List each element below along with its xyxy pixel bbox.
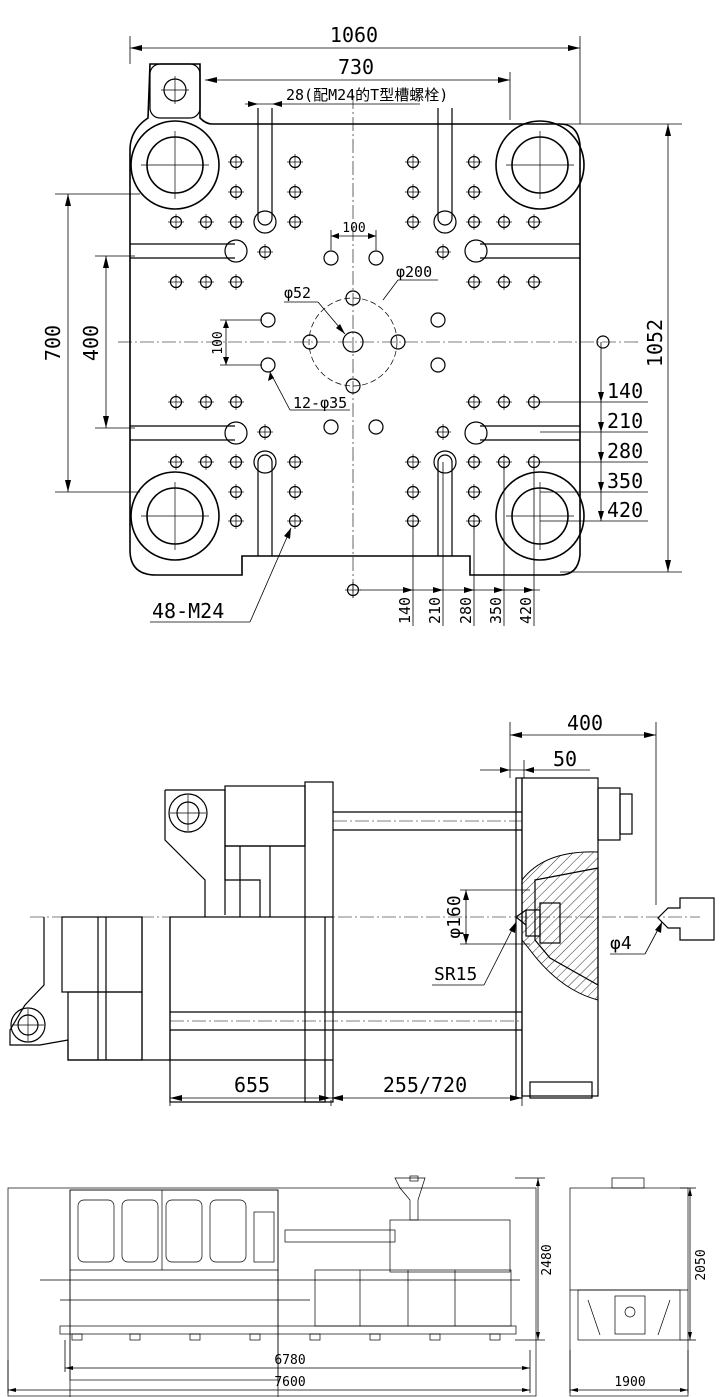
tiebar-bore-bl — [130, 471, 220, 561]
machine-side-view: 2480 6780 7600 — [7, 1175, 555, 1397]
col-dim-label: 210 — [426, 597, 444, 624]
t-slot-note: 28(配M24的T型槽螺栓) — [245, 86, 448, 107]
dim-400-side-label: 400 — [567, 711, 603, 735]
dim-730-label: 730 — [338, 55, 374, 79]
dim-locating-ring-label: φ160 — [444, 895, 465, 938]
dim-100-v: 100 — [211, 319, 262, 366]
dim-ring-dia-label: φ200 — [396, 263, 432, 281]
col-dim-label: 140 — [396, 597, 414, 624]
dim-255-720-label: 255/720 — [383, 1073, 467, 1097]
tiebar-bore-tr — [495, 120, 585, 210]
col-dim-label: 420 — [517, 597, 535, 624]
dim-thread-holes-label: 48-M24 — [152, 599, 224, 623]
dim-thread-holes: 48-M24 — [150, 527, 292, 623]
t-slots — [130, 108, 580, 556]
lifting-lug — [149, 63, 201, 119]
dim-730: 730 — [205, 55, 511, 120]
dim-700-label: 700 — [41, 325, 65, 361]
dim-400-side: 400 — [509, 711, 657, 905]
dim-locating-dia: φ52 — [284, 284, 346, 335]
dim-rows: 140 210 280 350 420 — [540, 342, 648, 522]
col-dim-label: 350 — [487, 597, 505, 624]
dim-1060-label: 1060 — [330, 23, 378, 47]
dim-50: 50 — [480, 747, 590, 778]
dim-1052-label: 1052 — [643, 319, 667, 367]
dim-end-height-label: 2050 — [694, 1249, 709, 1280]
platen-outline — [129, 63, 581, 576]
dim-length-total-label: 7600 — [274, 1375, 305, 1390]
dim-ejector-holes: 12-φ35 — [268, 371, 350, 412]
dim-100-v-label: 100 — [211, 331, 226, 354]
dim-machine-height-label: 2480 — [540, 1244, 555, 1275]
dim-ring-dia: φ200 — [382, 263, 438, 301]
dim-nozzle-hole: φ4 — [610, 921, 663, 955]
dim-400-v-label: 400 — [79, 325, 103, 361]
dim-ejector-holes-label: 12-φ35 — [293, 394, 347, 412]
row-dim-label: 280 — [607, 439, 643, 463]
dim-strokes: 655 255/720 — [169, 1060, 523, 1106]
row-dim-label: 350 — [607, 469, 643, 493]
dim-655-label: 655 — [234, 1073, 270, 1097]
side-view: 400 50 φ160 SR15 — [9, 711, 715, 1106]
locating-ring-area — [260, 250, 610, 435]
dim-1052: 1052 — [560, 123, 682, 573]
dim-nozzle-hole-label: φ4 — [610, 933, 632, 954]
dim-columns: 140 210 280 350 420 — [360, 462, 540, 626]
row-dim-label: 140 — [607, 379, 643, 403]
dim-100-h: 100 — [330, 221, 377, 250]
dim-end-width-label: 1900 — [614, 1375, 645, 1390]
dim-400-v: 400 — [79, 255, 135, 429]
dim-length-inner-label: 6780 — [274, 1353, 305, 1368]
dim-sphere-radius: SR15 — [432, 921, 517, 986]
t-slot-note-label: 28(配M24的T型槽螺栓) — [286, 86, 448, 104]
tiebar-bore-br — [495, 471, 585, 561]
dim-700: 700 — [41, 193, 140, 493]
tiebar-bore-tl — [130, 120, 220, 210]
platen-view: 1060 730 28(配M24的T型槽螺栓) 100 — [41, 23, 682, 626]
row-dim-label: 420 — [607, 498, 643, 522]
dim-50-label: 50 — [553, 747, 577, 771]
col-dim-label: 280 — [457, 597, 475, 624]
dim-1060: 1060 — [129, 23, 581, 124]
dim-sphere-radius-label: SR15 — [434, 964, 477, 985]
dim-locating-ring: φ160 — [444, 889, 530, 945]
dim-locating-dia-label: φ52 — [284, 284, 311, 302]
machine-end-view: 2050 1900 — [569, 1177, 709, 1397]
row-dim-label: 210 — [607, 409, 643, 433]
dim-100-h-label: 100 — [342, 221, 365, 236]
